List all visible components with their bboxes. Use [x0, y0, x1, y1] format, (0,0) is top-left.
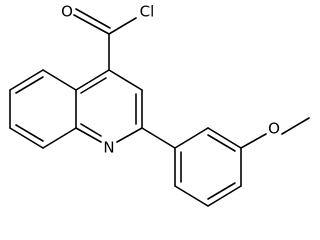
bond-c5-c6 [9, 69, 44, 91]
bond-ph2-ph3-inner [207, 134, 236, 152]
bond-c5-c6-inner [15, 76, 44, 94]
atom-label-chlorine: Cl [140, 3, 155, 21]
bond-ph2-ph3 [207, 127, 242, 149]
benzo-ring [9, 69, 102, 149]
bond-ph4-ph5-inner [207, 182, 236, 200]
bond-ph5-ph6 [174, 185, 209, 207]
bond-c4-c4a [75, 69, 110, 91]
methoxy-group [240, 117, 310, 149]
bond-c8a-n-inner [80, 123, 102, 137]
acyl-chloride-group [73, 8, 137, 71]
bond-c2-n [116, 127, 143, 143]
bond-carbonyl-c-cl [108, 17, 137, 35]
atom-label-carbonyl-oxygen: O [61, 3, 73, 21]
bond-c4-c4a-inner [80, 77, 107, 94]
bond-c4a-c5 [42, 69, 77, 91]
bond-n-c8a [75, 127, 102, 143]
bond-c2-phenyl [141, 127, 176, 149]
bond-ph4-ph5 [207, 185, 242, 207]
atom-label-methoxy-oxygen: O [268, 120, 280, 138]
bond-ph1-ph2 [174, 127, 209, 149]
bond-carbonyl-c-o-1 [73, 14, 110, 35]
bond-ph3-o [240, 133, 267, 149]
bond-o-methyl [281, 117, 310, 135]
methoxyphenyl-ring [174, 127, 242, 207]
pyridine-ring [75, 69, 143, 143]
bond-c8-c8a [42, 127, 77, 149]
atom-label-nitrogen: N [103, 139, 114, 157]
bond-c7-c8 [9, 127, 44, 149]
bond-c4-c3 [108, 69, 143, 91]
bond-carbonyl-c-o-2 [75, 8, 111, 29]
bond-c7-c8-inner [15, 124, 44, 142]
chemical-structure-diagram: O Cl N O [9, 3, 310, 207]
